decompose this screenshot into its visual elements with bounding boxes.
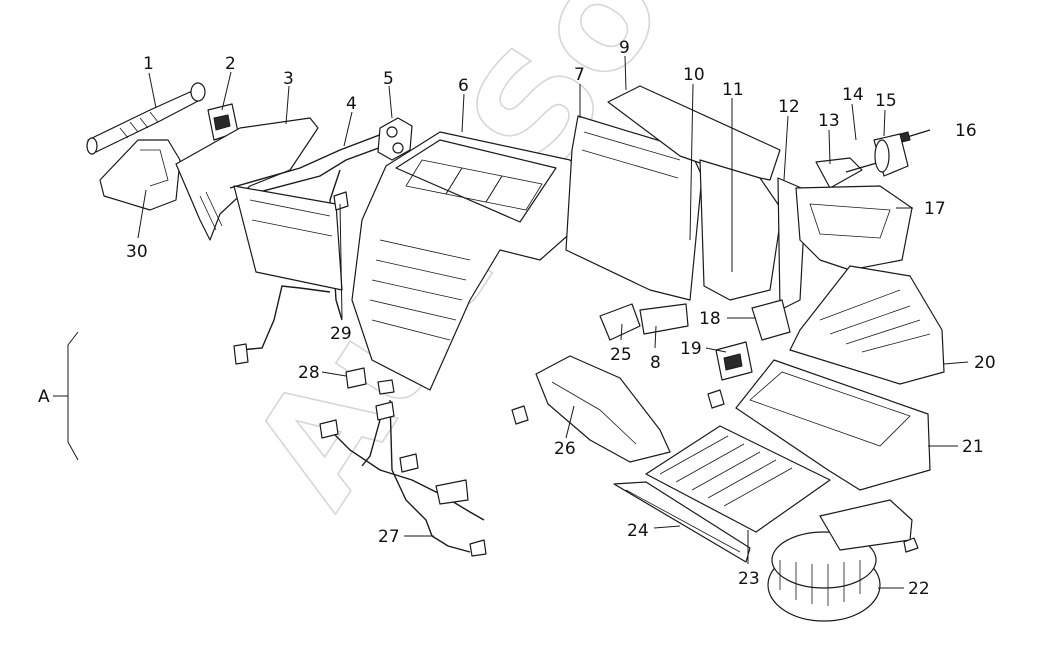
part-23-filter: [645, 425, 831, 533]
callout-12: 12: [778, 97, 800, 117]
callout-18: 18: [699, 309, 721, 329]
callout-5: 5: [383, 69, 394, 89]
part-2-actuator: [207, 103, 239, 141]
callout-8: 8: [650, 353, 661, 373]
callout-26: 26: [554, 439, 576, 459]
group-label-a: A: [38, 387, 50, 407]
callout-20: 20: [974, 353, 996, 373]
callout-17: 17: [924, 199, 946, 219]
callout-labels: 1 2 3 4 5 6 7 9 10 11 12 13 14 15 16 17 …: [38, 38, 996, 599]
leader-lines: [137, 55, 969, 589]
part-13-bracket: [815, 157, 863, 189]
evaporator-tray: [233, 185, 343, 291]
callout-29: 29: [330, 324, 352, 344]
part-5-flange: [377, 117, 413, 161]
group-a-bracket: [53, 331, 79, 461]
part-17-upper-case: [795, 185, 913, 271]
callout-7: 7: [574, 65, 585, 85]
part-3-panel: [175, 117, 319, 241]
part-11-door: [699, 159, 783, 301]
part-14-15-motor: [845, 133, 909, 177]
part-30-duct: [99, 139, 181, 211]
part-26-foot-duct: [535, 355, 671, 463]
part-1-hose: [86, 82, 206, 155]
callout-9: 9: [619, 38, 630, 58]
part-6-main-case: [351, 131, 585, 391]
callout-21: 21: [962, 437, 984, 457]
part-25-link: [599, 303, 641, 341]
callout-3: 3: [283, 69, 294, 89]
sensor-harness: [233, 285, 331, 365]
callout-22: 22: [908, 579, 930, 599]
callout-24: 24: [627, 521, 649, 541]
callout-27: 27: [378, 527, 400, 547]
callout-19: 19: [680, 339, 702, 359]
part-8-rod: [639, 303, 689, 335]
callout-13: 13: [818, 111, 840, 131]
callout-16: 16: [955, 121, 977, 141]
callout-1: 1: [143, 54, 154, 74]
part-20-intake: [789, 265, 945, 385]
part-24-filter-cover: [613, 481, 751, 563]
callout-4: 4: [346, 94, 357, 114]
part-16-screw: [899, 129, 931, 143]
callout-11: 11: [722, 80, 744, 100]
callout-28: 28: [298, 363, 320, 383]
part-28-connector: [345, 367, 367, 389]
part-18-resistor: [751, 299, 791, 341]
part-21-blower-housing: [735, 359, 931, 491]
callout-23: 23: [738, 569, 760, 589]
callout-6: 6: [458, 76, 469, 96]
clip-parts: [377, 379, 919, 553]
part-22-blower-fan: [767, 499, 913, 622]
callout-25: 25: [610, 345, 632, 365]
part-27-harness: [319, 399, 487, 557]
callout-30: 30: [126, 242, 148, 262]
callout-10: 10: [683, 65, 705, 85]
part-19-actuator: [715, 341, 753, 381]
callout-2: 2: [225, 54, 236, 74]
part-29-clip: [333, 191, 349, 211]
callout-14: 14: [842, 85, 864, 105]
callout-15: 15: [875, 91, 897, 111]
part-9-cover: [607, 85, 781, 181]
